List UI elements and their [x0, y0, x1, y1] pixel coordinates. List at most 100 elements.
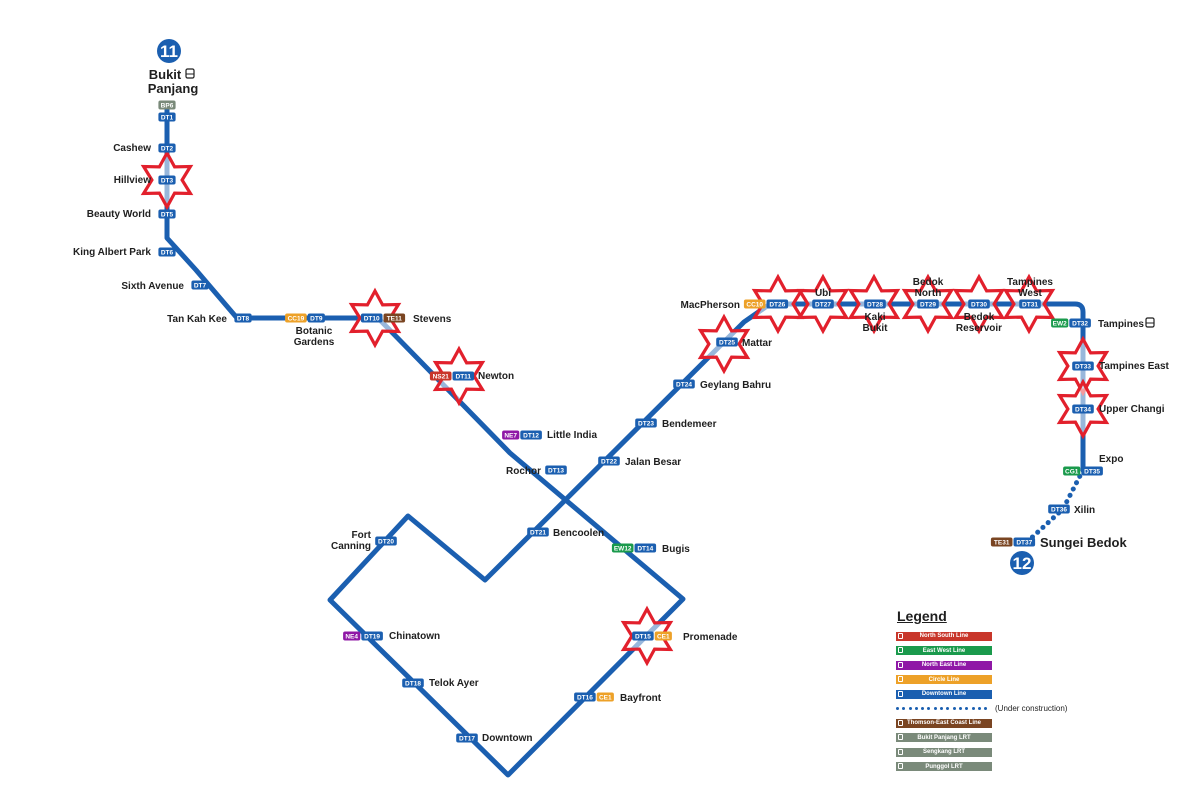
station-botanic-gardens[interactable]: CC19 DT9: [285, 313, 325, 323]
station-fort-canning[interactable]: DT20: [375, 536, 397, 546]
station-name-line1: Bedok: [913, 277, 944, 288]
station-code-badge: DT2: [158, 143, 176, 153]
station-mattar[interactable]: DT25: [716, 337, 738, 347]
station-upper-changi[interactable]: DT34: [1072, 404, 1094, 414]
station-code-badge: NS21: [429, 371, 452, 381]
svg-text:CE1: CE1: [599, 694, 612, 701]
terminus-number: 11: [160, 42, 178, 61]
station-code-badge: CC10: [743, 299, 766, 309]
station-name-line2: West: [1018, 288, 1042, 299]
station-name-line2: North: [915, 288, 942, 299]
svg-text:DT9: DT9: [310, 315, 323, 322]
station-jalan-besar[interactable]: DT22: [598, 456, 620, 466]
svg-text:DT20: DT20: [378, 538, 394, 545]
svg-text:CC19: CC19: [288, 315, 305, 322]
station-code-badge: DT11: [452, 371, 475, 381]
svg-text:DT31: DT31: [1022, 301, 1038, 308]
station-downtown[interactable]: DT17: [456, 733, 478, 743]
station-bedok-north[interactable]: DT29: [917, 299, 939, 309]
station-name-line2: Bukit: [863, 323, 889, 334]
station-telok-ayer[interactable]: DT18: [402, 678, 424, 688]
train-icon: [898, 748, 903, 755]
terminus-number: 12: [1013, 554, 1032, 573]
svg-text:EW12: EW12: [614, 545, 632, 552]
station-cashew[interactable]: DT2: [158, 143, 176, 153]
station-name-line1: Botanic: [296, 326, 333, 337]
train-icon: [898, 661, 903, 668]
legend-swatch: North South Line: [896, 631, 992, 641]
svg-text:DT1: DT1: [161, 114, 174, 121]
station-name-line1: Tampines: [1007, 277, 1053, 288]
station-name: Mattar: [742, 338, 772, 349]
station-bugis[interactable]: EW12 DT14: [611, 543, 657, 553]
station-chinatown[interactable]: NE4 DT19: [343, 631, 383, 641]
station-xilin[interactable]: DT36: [1048, 504, 1070, 514]
station-hillview[interactable]: DT3: [158, 175, 176, 185]
station-tan-kah-kee[interactable]: DT8: [234, 313, 252, 323]
train-icon: [898, 690, 903, 697]
station-king-albert-park[interactable]: DT6: [158, 247, 176, 257]
station-bedok-reservoir[interactable]: DT30: [968, 299, 990, 309]
station-kaki-bukit[interactable]: DT28: [864, 299, 886, 309]
station-tampines-east[interactable]: DT33: [1072, 361, 1094, 371]
station-code-badge: NE7: [502, 430, 520, 440]
station-tampines-west[interactable]: DT31: [1019, 299, 1041, 309]
svg-text:NE7: NE7: [504, 432, 517, 439]
legend-swatch: Thomson-East Coast Line: [896, 718, 992, 728]
station-name: Bendemeer: [662, 419, 717, 430]
station-bencoolen[interactable]: DT21: [527, 527, 549, 537]
station-code-badge: DT35: [1081, 466, 1103, 476]
legend-swatch: Sengkang LRT: [896, 747, 992, 757]
station-name: Bencoolen: [553, 528, 604, 539]
station-code-badge: DT32: [1069, 318, 1091, 328]
svg-text:DT19: DT19: [364, 633, 380, 640]
station-code-badge: DT20: [375, 536, 397, 546]
svg-text:NE4: NE4: [345, 633, 358, 640]
legend-item-under-construction: (Under construction): [896, 702, 1096, 716]
station-name: Expo: [1099, 454, 1123, 465]
station-bendemeer[interactable]: DT23: [635, 418, 657, 428]
station-name: Upper Changi: [1099, 404, 1165, 415]
train-icon: [898, 734, 903, 740]
station-bayfront[interactable]: DT16 CE1: [574, 692, 614, 702]
svg-text:DT28: DT28: [867, 301, 883, 308]
svg-text:DT16: DT16: [577, 694, 593, 701]
station-sixth-avenue[interactable]: DT7: [191, 280, 209, 290]
station-name: Stevens: [413, 314, 452, 325]
svg-text:DT17: DT17: [459, 735, 475, 742]
train-icon: [898, 763, 903, 769]
station-code-badge: DT29: [917, 299, 939, 309]
station-code-badge: DT16: [574, 692, 596, 702]
station-code-badge: DT12: [520, 430, 542, 440]
svg-text:TE11: TE11: [387, 315, 403, 322]
station-beauty-world[interactable]: DT5: [158, 209, 176, 219]
station-name: Jalan Besar: [625, 457, 681, 468]
station-name: Tampines: [1098, 319, 1144, 330]
station-name: King Albert Park: [73, 247, 151, 258]
svg-text:DT26: DT26: [769, 301, 785, 308]
station-code-badge: CE1: [654, 631, 672, 641]
station-name-line1: Bedok: [964, 312, 995, 323]
station-ubi[interactable]: DT27: [812, 299, 834, 309]
station-rochor[interactable]: DT13: [545, 465, 567, 475]
station-geylang-bahru[interactable]: DT24: [673, 379, 695, 389]
svg-text:DT3: DT3: [161, 177, 174, 184]
station-name-line1: Fort: [352, 530, 372, 541]
legend-swatch: Downtown Line: [896, 689, 992, 699]
station-name: Rochor: [506, 466, 541, 477]
terminus-name: Sungei Bedok: [1040, 535, 1127, 550]
station-code-badge: EW2: [1051, 318, 1069, 328]
svg-text:DT14: DT14: [637, 545, 653, 552]
svg-text:DT30: DT30: [971, 301, 987, 308]
legend-swatch: Bukit Panjang LRT: [896, 733, 992, 742]
